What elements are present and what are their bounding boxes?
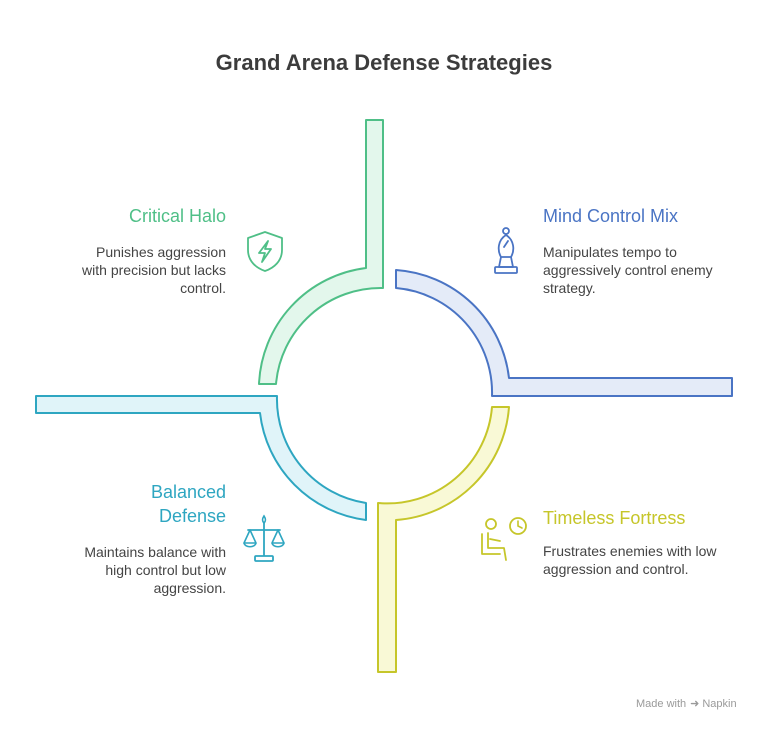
chess-bishop-icon	[494, 227, 518, 274]
napkin-logo-icon: ➜	[690, 698, 700, 710]
footer-credit[interactable]: Made with➜Napkin	[636, 697, 737, 710]
mind-control-mix-title: Mind Control Mix	[543, 206, 679, 226]
critical-halo-arc	[258, 119, 384, 385]
footer-made-with: Made with	[636, 698, 687, 710]
lightning-shield-icon	[247, 231, 283, 272]
footer-brand: Napkin	[702, 698, 737, 710]
mind-control-mix-arc	[395, 269, 733, 397]
timeless-fortress-description: Frustrates enemies with low aggression a…	[543, 543, 717, 577]
diagram-title: Grand Arena Defense Strategies	[215, 50, 553, 75]
person-clock-icon	[481, 517, 527, 561]
balanced-defense-title: Balanced Defense	[150, 482, 226, 526]
critical-halo-title: Critical Halo	[128, 206, 226, 226]
critical-halo-description: Punishes aggression with precision but l…	[82, 244, 226, 296]
scales-icon	[243, 514, 285, 562]
mind-control-mix-description: Manipulates tempo to aggressively contro…	[543, 244, 713, 296]
timeless-fortress-arc	[377, 406, 510, 673]
balanced-defense-arc	[35, 395, 367, 521]
timeless-fortress-title: Timeless Fortress	[543, 508, 686, 528]
balanced-defense-description: Maintains balance with high control but …	[84, 544, 226, 596]
